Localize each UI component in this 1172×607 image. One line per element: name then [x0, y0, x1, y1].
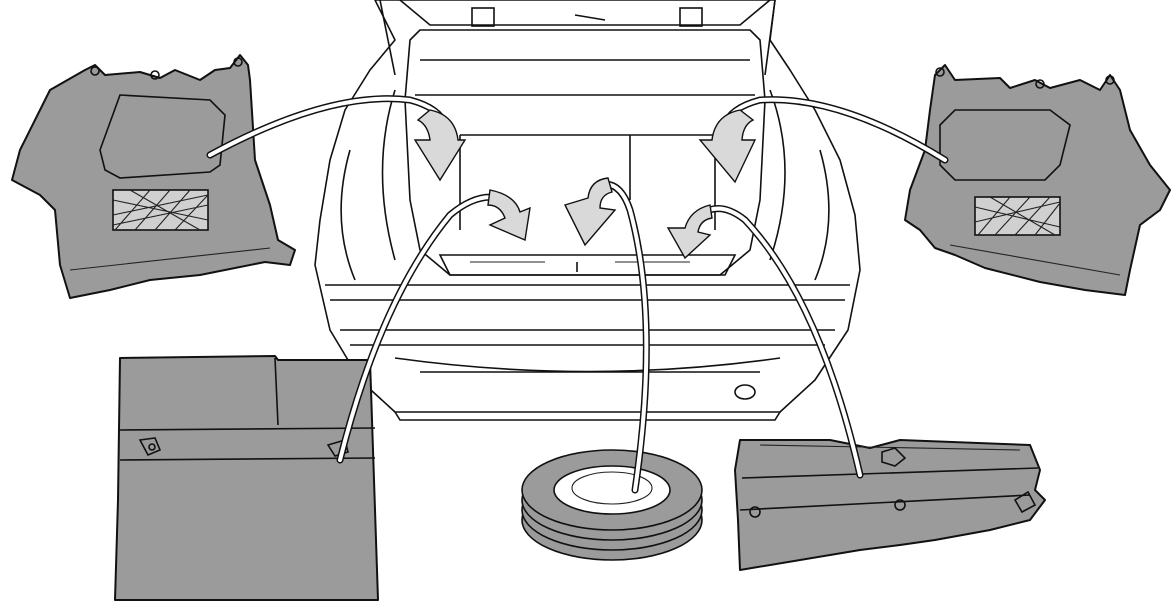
- spare-tire: [522, 450, 702, 560]
- right-side-panel: [905, 65, 1170, 295]
- left-side-panel: [12, 55, 295, 298]
- floor-hatch: [115, 356, 378, 600]
- sill-trim-panel: [735, 440, 1045, 570]
